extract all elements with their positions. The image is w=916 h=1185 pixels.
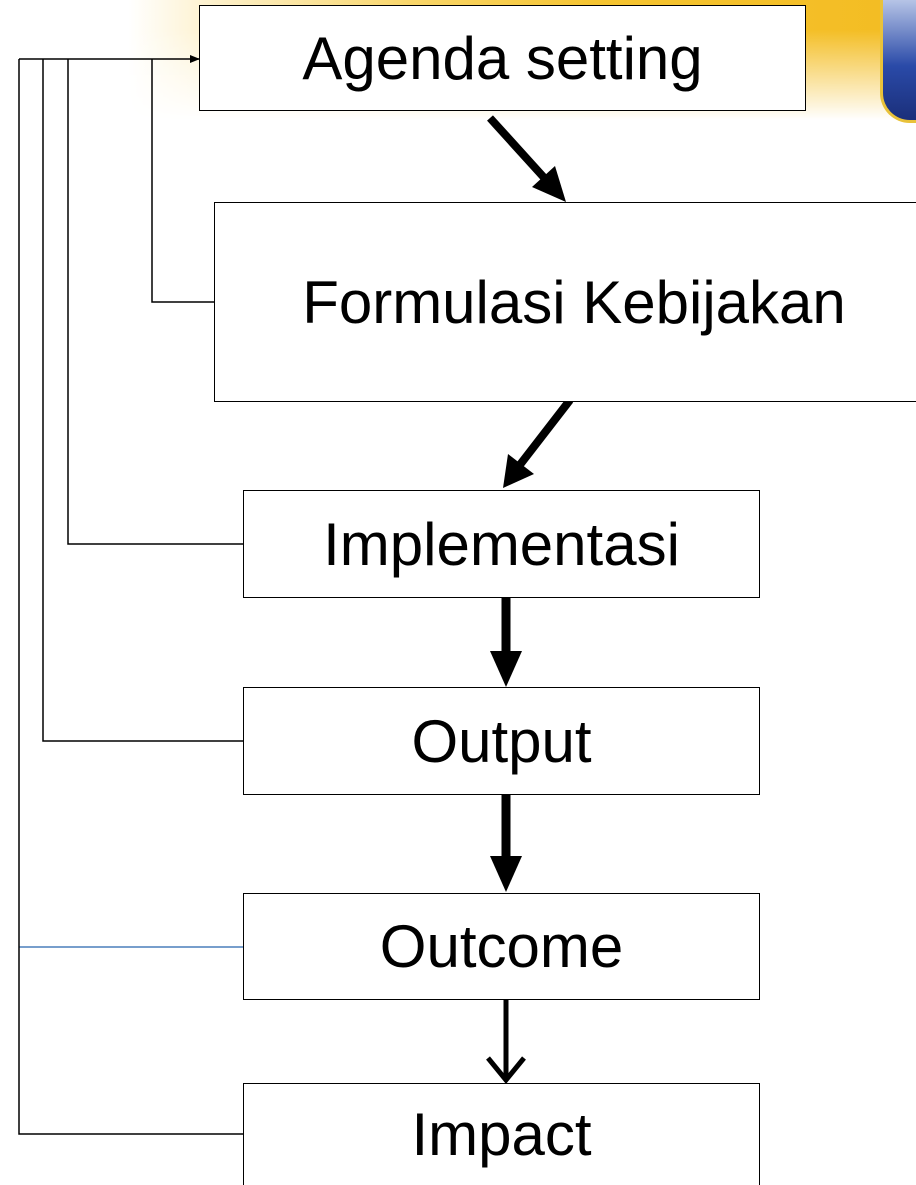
node-label: Formulasi Kebijakan: [302, 268, 846, 336]
node-agenda-setting: Agenda setting: [199, 5, 806, 111]
node-label: Agenda setting: [302, 24, 703, 92]
feedback-line-output: [42, 59, 243, 742]
forward-arrow-outcome-to-impact: [486, 1000, 526, 1084]
node-label: Implementasi: [323, 510, 680, 578]
forward-arrow-agenda-to-formulasi: [487, 115, 566, 202]
forward-arrow-formulasi-to-implementasi: [503, 397, 574, 488]
logo-emblem: [880, 0, 916, 123]
node-output: Output: [243, 687, 760, 795]
node-implementasi: Implementasi: [243, 490, 760, 598]
node-impact: Impact: [243, 1083, 760, 1185]
node-outcome: Outcome: [243, 893, 760, 1000]
node-label: Impact: [411, 1100, 592, 1168]
node-formulasi-kebijakan: Formulasi Kebijakan: [214, 202, 916, 402]
forward-arrow-output-to-outcome: [490, 795, 522, 892]
node-label: Outcome: [379, 913, 624, 980]
forward-arrow-implementasi-to-output: [490, 598, 522, 687]
node-label: Output: [411, 707, 592, 775]
feedback-line-impact: [18, 59, 243, 1135]
